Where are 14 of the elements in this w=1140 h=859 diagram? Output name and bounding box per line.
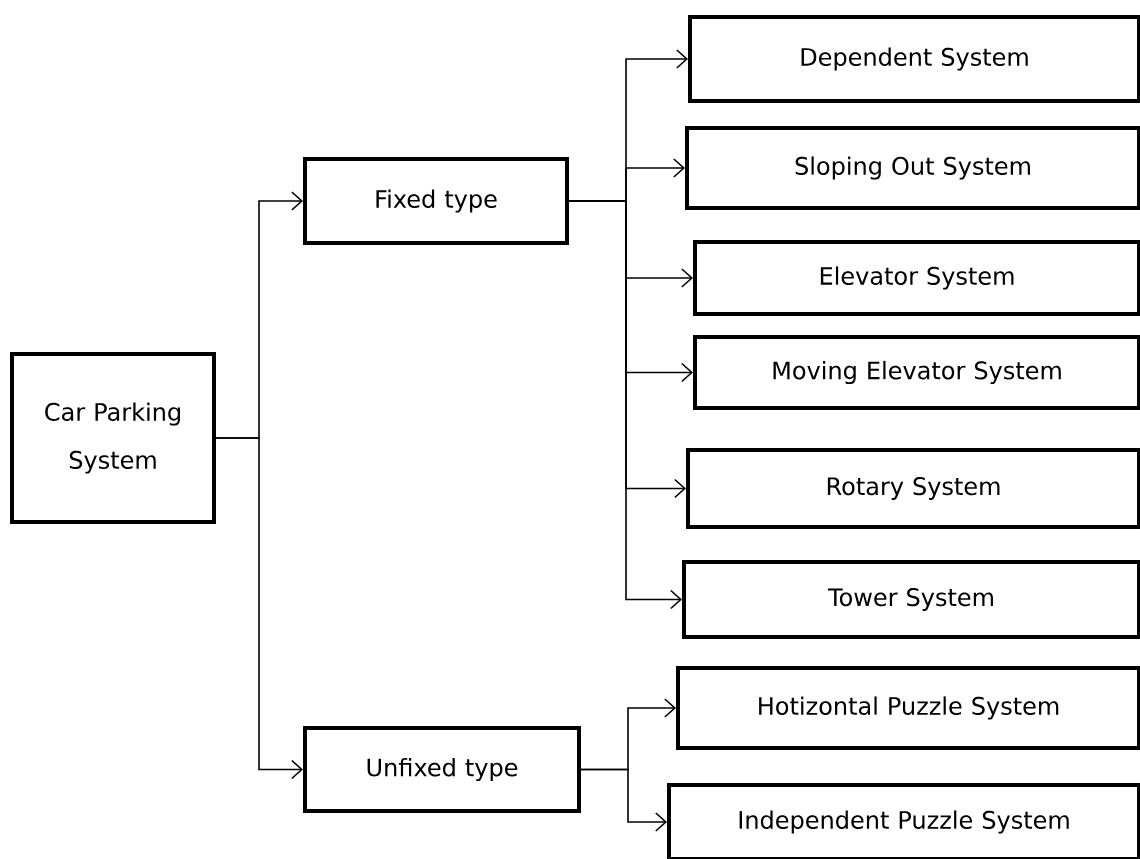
process-box: Sloping Out System <box>685 126 1140 210</box>
arrow <box>580 768 667 832</box>
process-box: Independent Puzzle System <box>667 783 1140 859</box>
process-box: Rotary System <box>686 448 1140 529</box>
process-box: Dependent System <box>688 15 1140 103</box>
arrow <box>215 437 303 780</box>
process-box: Elevator System <box>693 240 1140 316</box>
arrow <box>568 200 682 610</box>
process-box: Hotizontal Puzzle System <box>676 666 1140 750</box>
process-box: Car Parking System <box>10 352 216 524</box>
process-box: Tower System <box>682 560 1140 639</box>
process-box: Moving Elevator System <box>693 335 1140 410</box>
process-box: Fixed type <box>303 157 569 245</box>
process-box: Unfixed type <box>303 726 581 813</box>
